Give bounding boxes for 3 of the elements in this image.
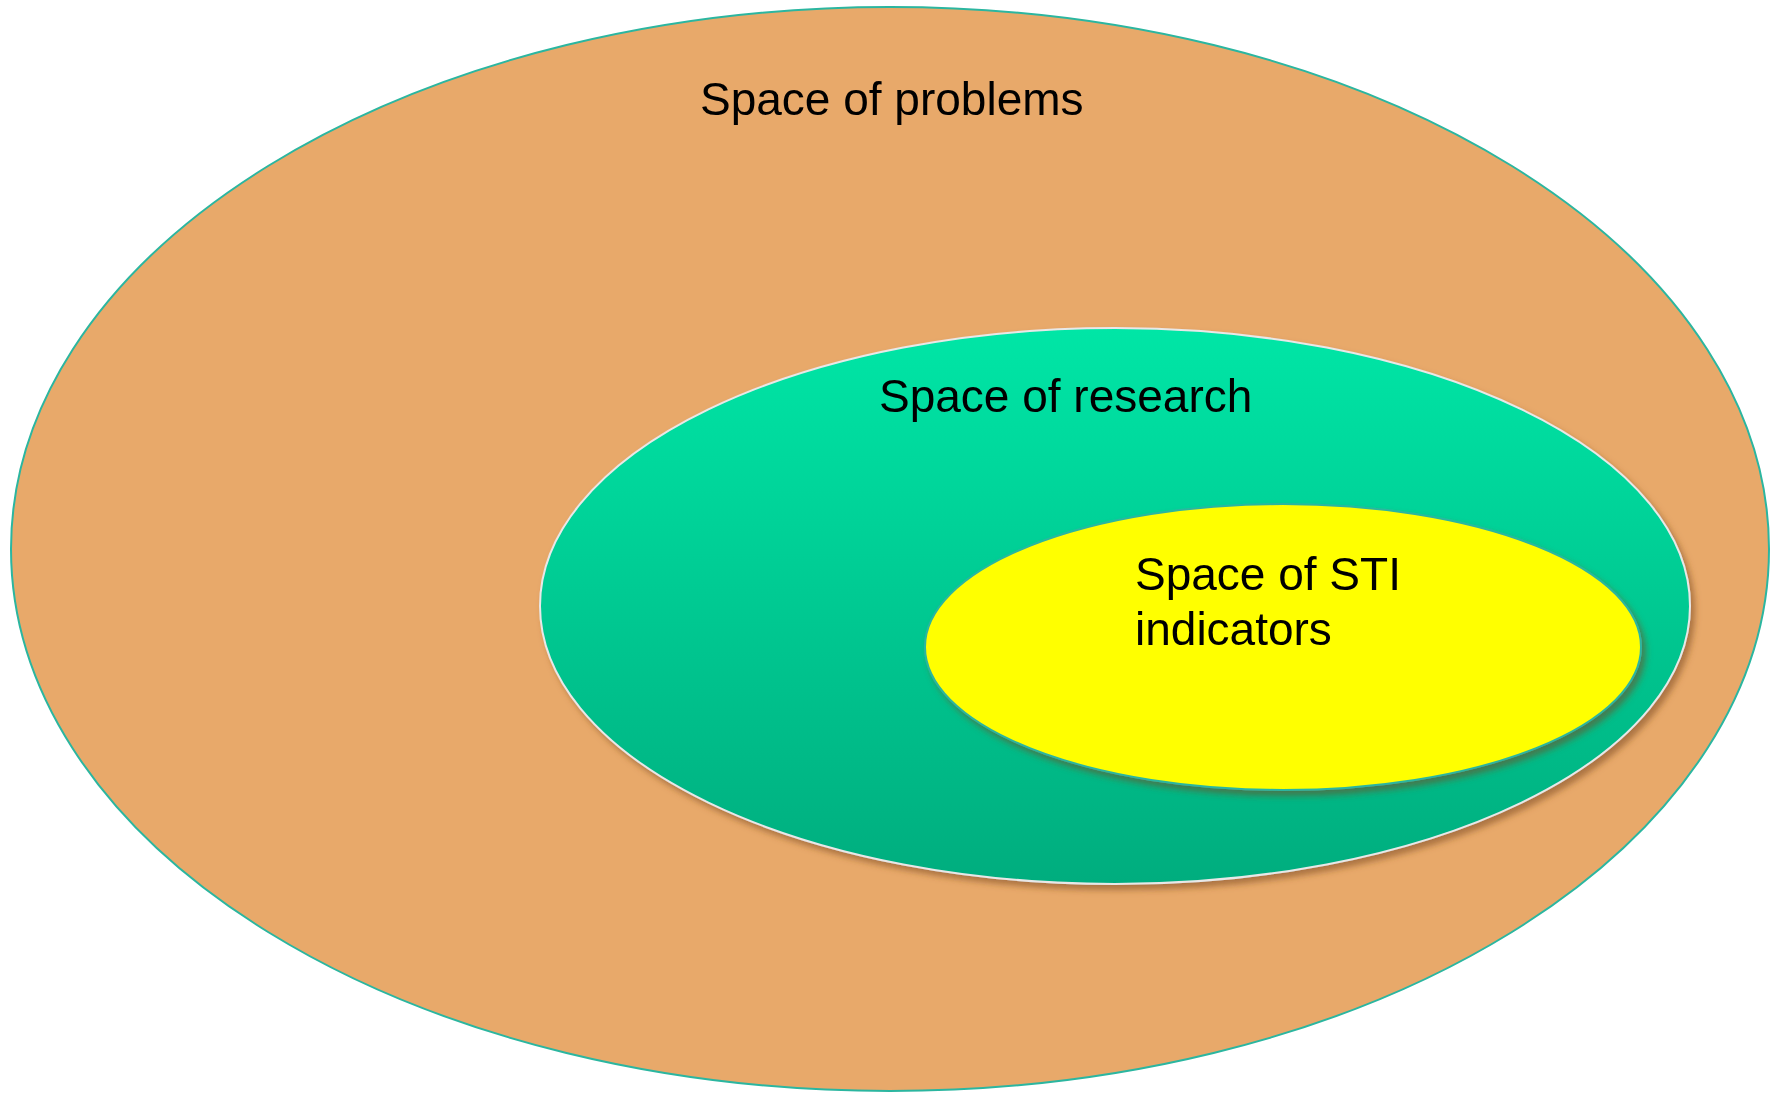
region-label: Space of research bbox=[879, 369, 1254, 424]
region-label: Space of STI indicators bbox=[1135, 547, 1402, 658]
region-label: Space of problems bbox=[700, 72, 1085, 127]
